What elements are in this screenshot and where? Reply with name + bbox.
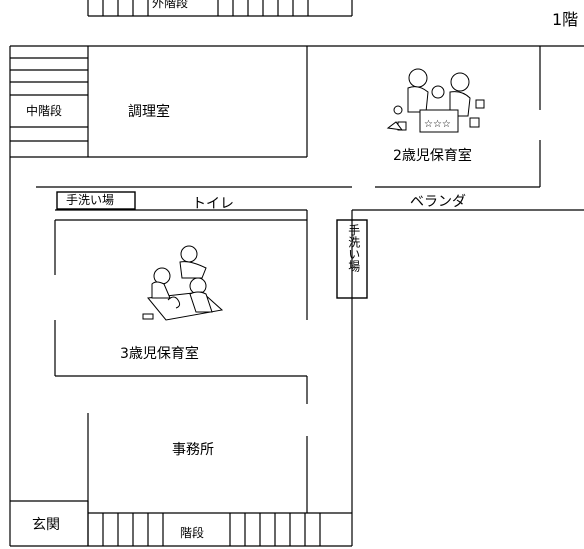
middle-stairs-label: 中階段 (26, 104, 63, 118)
children-playing-with-toys-icon: ☆☆☆ (386, 68, 485, 133)
toilet-label: トイレ (192, 196, 234, 212)
veranda-label: ベランダ (410, 194, 466, 210)
room-3yo-label: 3歳児保育室 (120, 346, 199, 362)
children-drawing-icon (142, 245, 224, 321)
stairs-label: 階段 (180, 526, 205, 540)
middle-stairs (10, 46, 89, 158)
svg-text:☆☆☆: ☆☆☆ (424, 119, 451, 130)
bottom-stairs (87, 513, 321, 546)
sink-left-label: 手洗い場 (66, 193, 115, 207)
floor-label: 1階 (552, 10, 579, 29)
sink-right-label: 手洗い場 (345, 224, 361, 272)
outer-stairs-label: 外階段 (152, 0, 189, 10)
kitchen-label: 調理室 (128, 104, 170, 120)
outer-stairs (87, 0, 353, 17)
office-label: 事務所 (172, 442, 214, 458)
entrance-label: 玄関 (32, 517, 60, 533)
room-2yo-label: 2歳児保育室 (393, 148, 472, 164)
sink-right-label-text: 手洗い場 (346, 224, 361, 272)
